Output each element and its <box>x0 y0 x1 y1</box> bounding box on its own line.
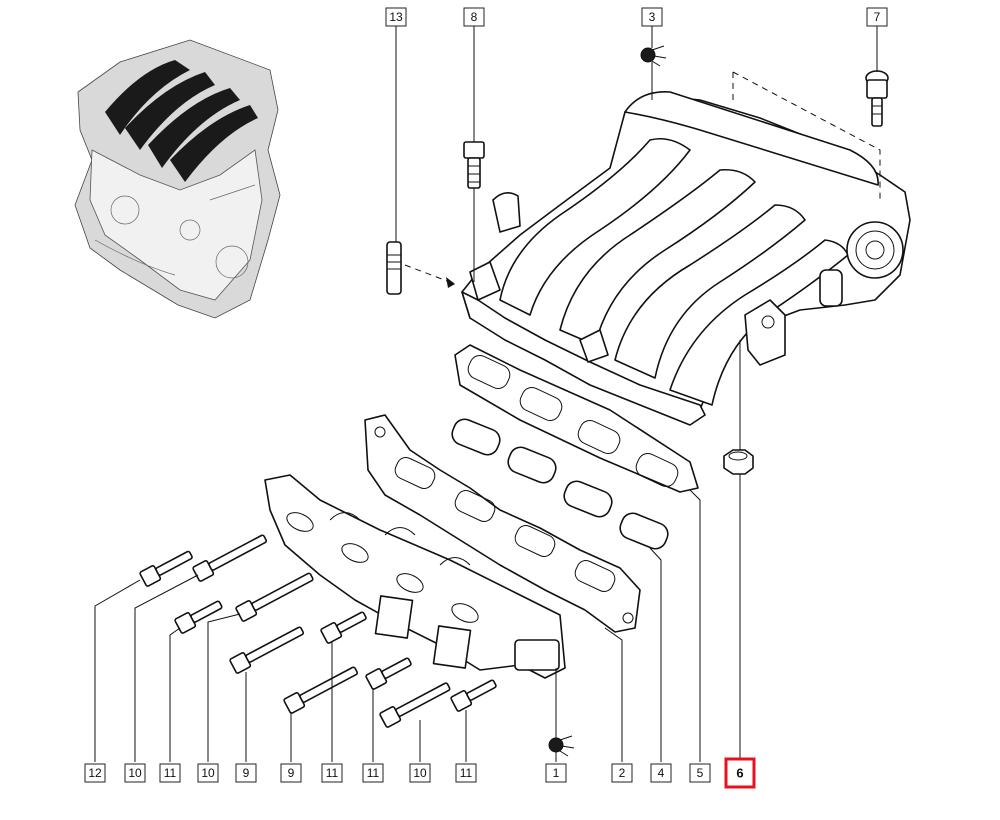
label-10b-text: 10 <box>201 766 215 780</box>
label-9a-text: 9 <box>243 766 250 780</box>
label-3-text: 3 <box>649 10 656 24</box>
label-5: 5 <box>689 763 711 783</box>
label-13: 13 <box>385 7 407 27</box>
label-13-text: 13 <box>389 10 403 24</box>
label-2: 2 <box>611 763 633 783</box>
label-11b: 11 <box>321 763 343 783</box>
stud-13 <box>386 241 402 295</box>
label-11d-text: 11 <box>460 766 473 780</box>
label-2-text: 2 <box>619 766 626 780</box>
label-10b: 10 <box>197 763 219 783</box>
label-11c-text: 11 <box>367 766 380 780</box>
nut-6 <box>723 449 754 475</box>
intake-gasket <box>454 344 699 493</box>
label-5-text: 5 <box>697 766 704 780</box>
bolt-8 <box>463 141 485 189</box>
exhaust-gasket <box>364 414 641 633</box>
clip-1-icon <box>548 735 575 757</box>
label-3: 3 <box>641 7 663 27</box>
engine-thumbnail <box>74 39 281 319</box>
label-12-text: 12 <box>88 766 102 780</box>
label-11a: 11 <box>159 763 181 783</box>
exhaust-manifold <box>264 474 566 679</box>
label-4-text: 4 <box>658 766 665 780</box>
label-4: 4 <box>650 763 672 783</box>
bolt-7 <box>865 70 889 127</box>
label-9b-text: 9 <box>288 766 295 780</box>
label-11c: 11 <box>362 763 384 783</box>
label-11b-text: 11 <box>326 766 339 780</box>
label-7-text: 7 <box>874 10 881 24</box>
dashed-outline-upper <box>732 71 881 200</box>
label-9a: 9 <box>235 763 257 783</box>
label-11d: 11 <box>455 763 477 783</box>
label-10a-text: 10 <box>128 766 142 780</box>
port-seals <box>451 418 669 550</box>
label-11a-text: 11 <box>164 766 177 780</box>
label-9b: 9 <box>280 763 302 783</box>
label-7: 7 <box>866 7 888 27</box>
label-10a: 10 <box>124 763 146 783</box>
label-8-text: 8 <box>471 10 478 24</box>
label-6-highlighted: 6 <box>724 757 756 789</box>
label-1-text: 1 <box>553 766 560 780</box>
clip-3-icon <box>640 45 667 67</box>
intake-manifold <box>461 91 911 426</box>
label-10c: 10 <box>409 763 431 783</box>
label-1: 1 <box>545 763 567 783</box>
leader-lines <box>94 25 878 762</box>
label-12: 12 <box>84 763 106 783</box>
label-10c-text: 10 <box>413 766 427 780</box>
label-6-text: 6 <box>736 766 743 781</box>
bolts-lower <box>139 534 497 728</box>
label-8: 8 <box>463 7 485 27</box>
